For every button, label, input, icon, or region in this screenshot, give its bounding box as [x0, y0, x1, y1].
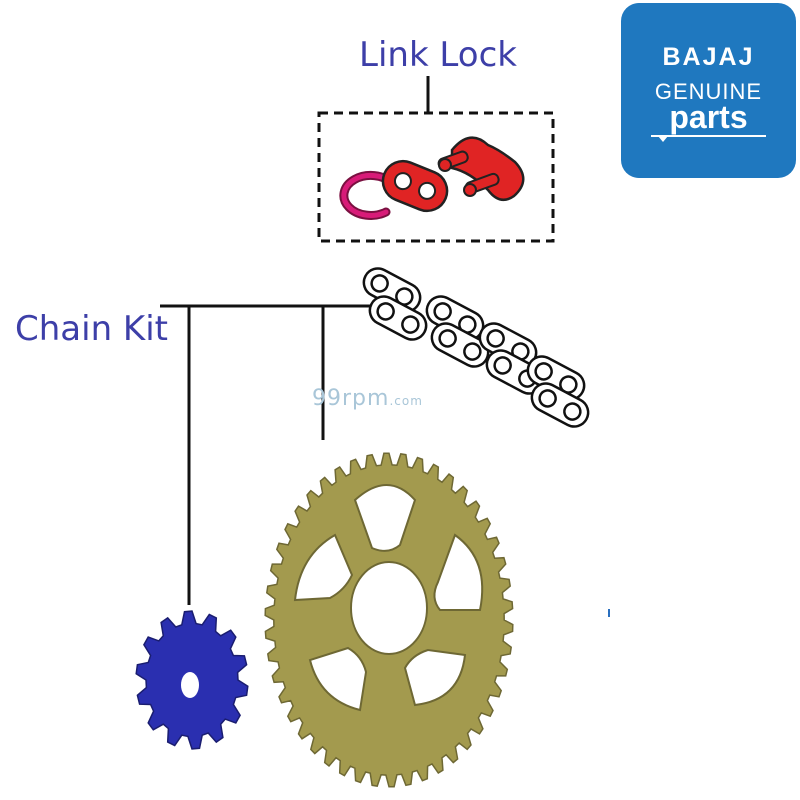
- logo-brand: BAJAJ: [662, 43, 755, 71]
- chain-kit-label: Chain Kit: [15, 309, 168, 349]
- rear-sprocket-part: [264, 452, 514, 788]
- link-plate-part: [381, 159, 449, 213]
- pin-link-part: [437, 136, 525, 202]
- bajaj-genuine-parts-logo: BAJAJ GENUINE parts: [621, 3, 796, 178]
- stray-mark: [608, 609, 610, 617]
- link-lock-label: Link Lock: [359, 35, 517, 75]
- link-lock-dashed-box: [317, 111, 555, 243]
- logo-underline: [651, 135, 766, 137]
- chain-link: [530, 382, 590, 428]
- watermark-suffix: .com: [389, 394, 423, 408]
- chain-link: [478, 322, 538, 368]
- logo-parts: parts: [669, 99, 748, 135]
- chain-link: [368, 295, 428, 341]
- watermark-main: 99rpm: [312, 386, 390, 411]
- watermark: 99rpm.com: [312, 386, 423, 411]
- logo-tick-icon: [658, 136, 668, 142]
- drive-chain-part: [362, 267, 590, 428]
- logo-genuine: GENUINE: [654, 79, 763, 104]
- chain-link: [430, 322, 490, 368]
- front-sprocket-part: [135, 610, 249, 750]
- chain-link: [526, 355, 586, 401]
